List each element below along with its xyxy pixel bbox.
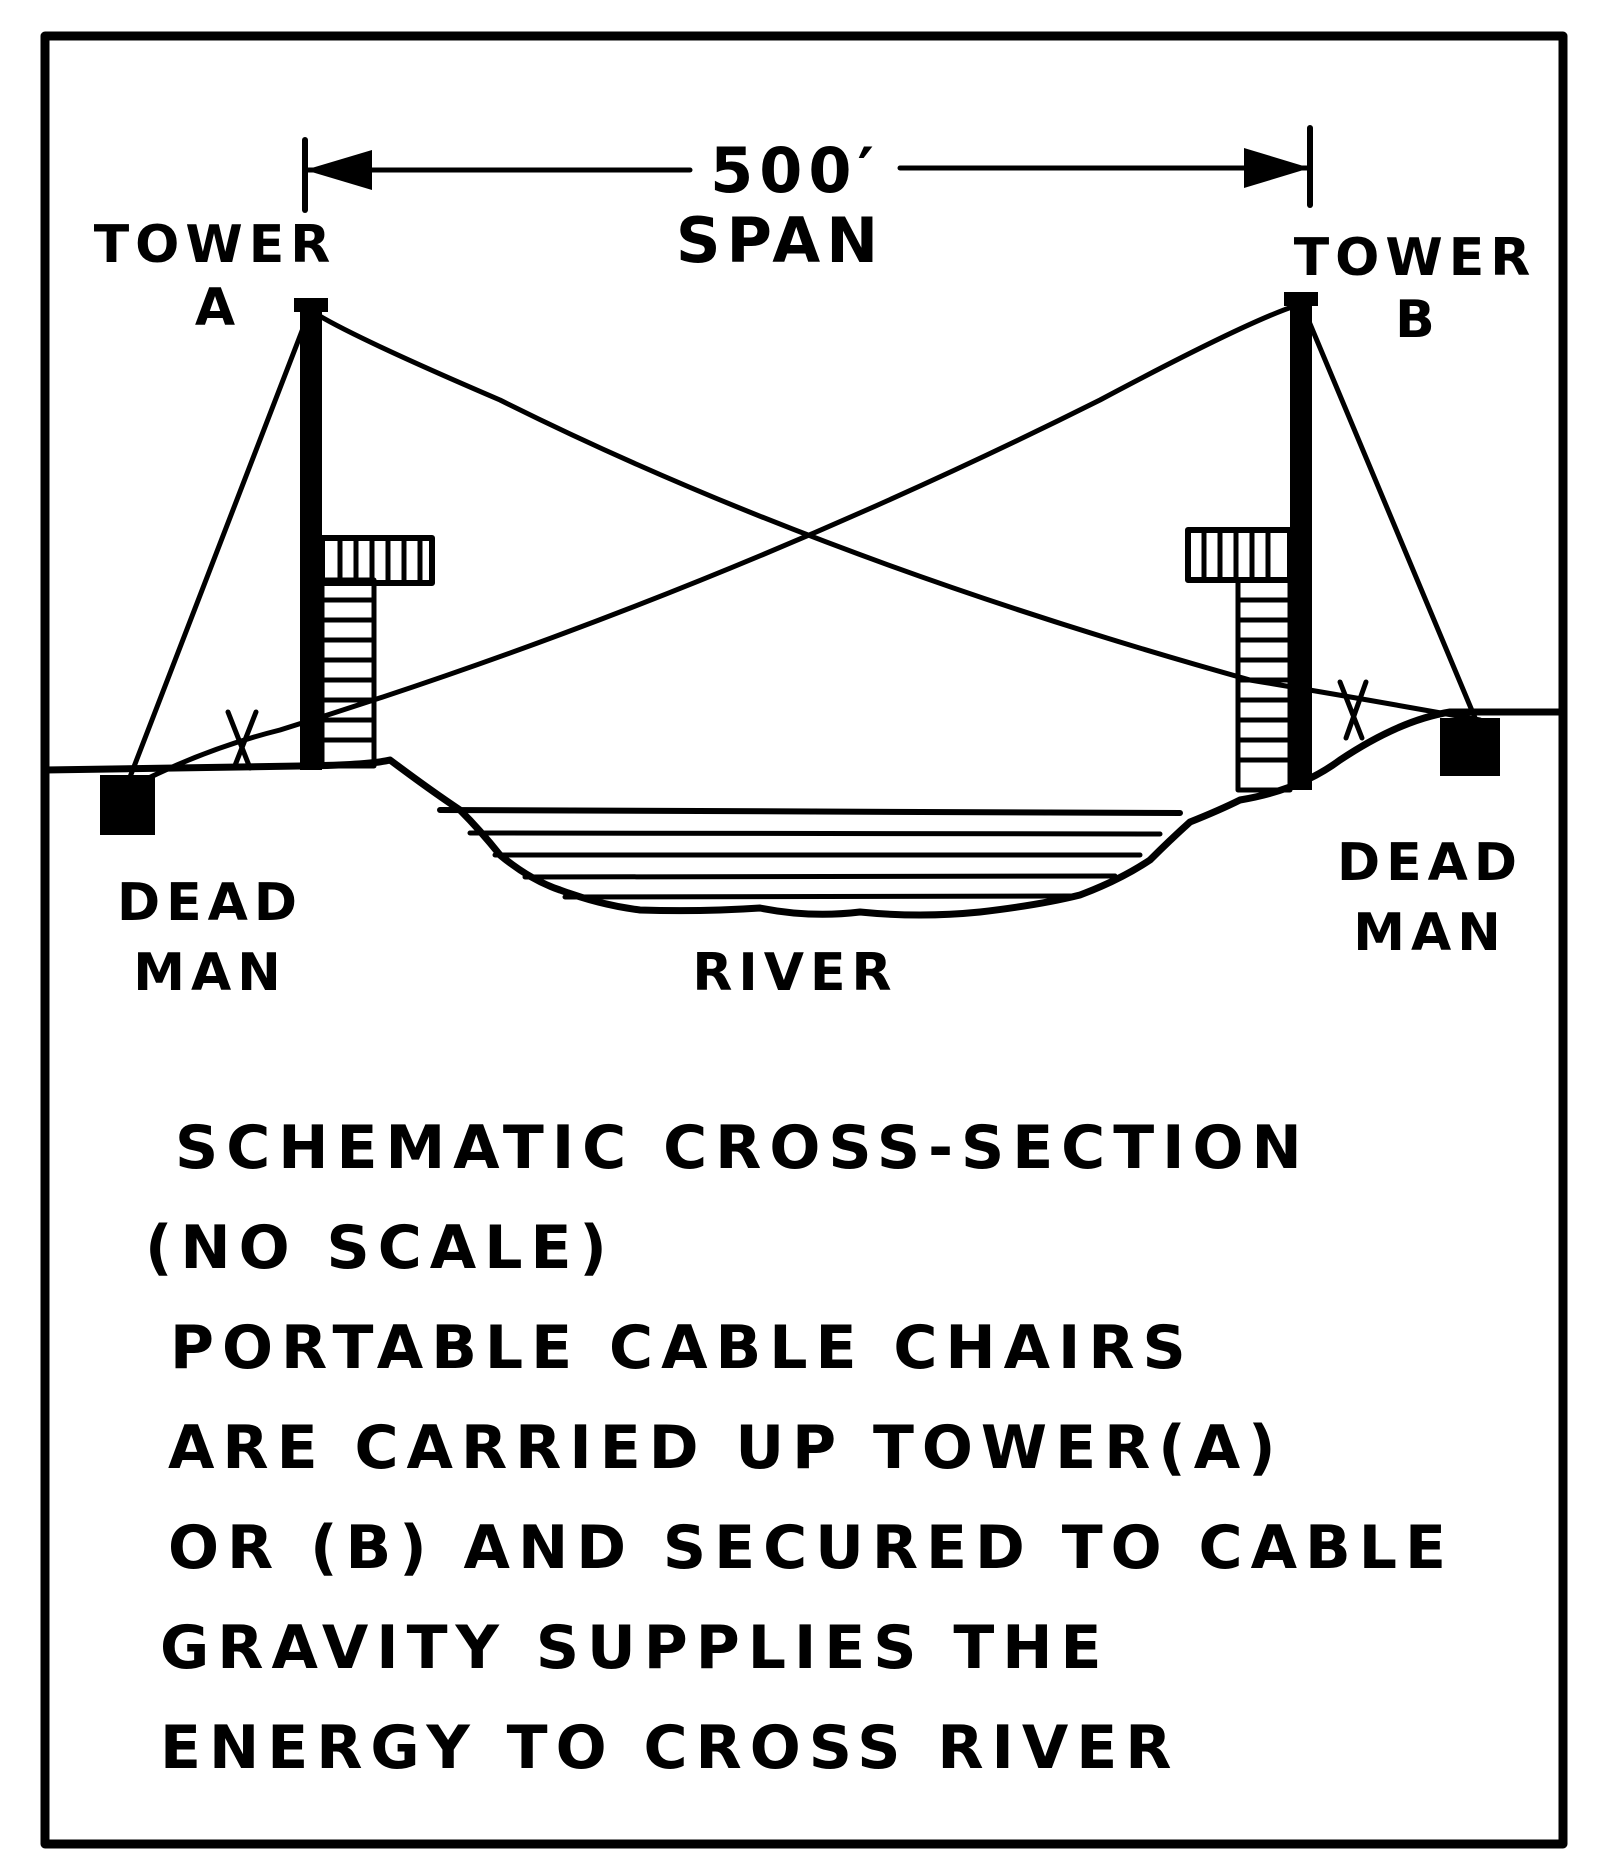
deadman-a-label-line1: DEAD bbox=[117, 873, 303, 933]
tower-a-platform bbox=[319, 535, 435, 586]
tower-b bbox=[1185, 292, 1318, 793]
deadman-a-block bbox=[100, 775, 155, 835]
guy-wire-b bbox=[1297, 297, 1481, 728]
anchor-stake-a bbox=[225, 709, 259, 771]
deadman-b-block bbox=[1440, 718, 1500, 776]
tower-b-platform bbox=[1185, 527, 1293, 583]
notes-line-4: GRAVITY SUPPLIES THE bbox=[160, 1613, 1110, 1683]
notes-line-2: ARE CARRIED UP TOWER(A) bbox=[168, 1413, 1284, 1483]
span-dimension bbox=[302, 125, 1313, 213]
anchor-stake-b bbox=[1337, 679, 1369, 741]
tower-a-label: TOWER bbox=[94, 215, 337, 275]
tower-b-label: TOWER bbox=[1294, 228, 1537, 288]
river-water bbox=[437, 807, 1183, 900]
notes-line-1: PORTABLE CABLE CHAIRS bbox=[170, 1313, 1194, 1383]
arrowhead-right bbox=[1244, 148, 1310, 188]
span-length-label: 500′ bbox=[710, 134, 880, 207]
notes-title: SCHEMATIC CROSS-SECTION bbox=[175, 1113, 1310, 1183]
arrowhead-left bbox=[305, 150, 372, 190]
notes-line-3: OR (B) AND SECURED TO CABLE bbox=[168, 1513, 1454, 1583]
tower-b-letter: B bbox=[1395, 290, 1441, 350]
cable-a-to-b bbox=[315, 312, 1483, 723]
tower-a bbox=[294, 298, 435, 770]
guy-wire-a bbox=[122, 302, 315, 793]
deadman-b-label-line1: DEAD bbox=[1337, 833, 1523, 893]
deadman-a-label-line2: MAN bbox=[133, 943, 287, 1003]
tower-a-letter: A bbox=[195, 278, 241, 338]
span-label: SPAN bbox=[676, 204, 884, 277]
deadman-b-label-line2: MAN bbox=[1353, 903, 1507, 963]
frame-border bbox=[40, 31, 1568, 1849]
river-label: RIVER bbox=[692, 943, 897, 1003]
notes-line-5: ENERGY TO CROSS RIVER bbox=[160, 1713, 1179, 1783]
notes-scale: (NO SCALE) bbox=[145, 1213, 615, 1283]
